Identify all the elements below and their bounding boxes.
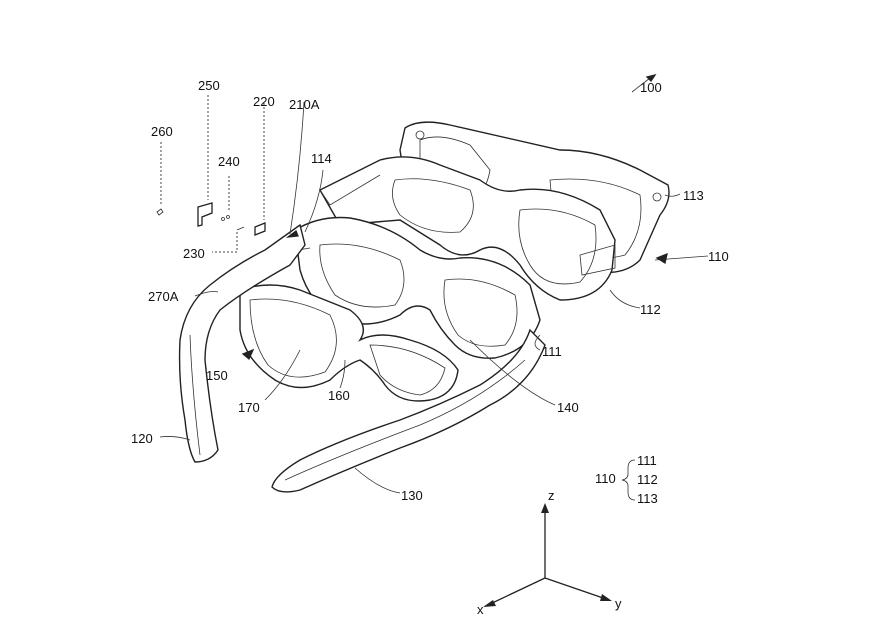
coordinate-axes: z x y	[477, 488, 622, 617]
legend-child-112: 112	[637, 472, 658, 487]
label-140: 140	[557, 400, 579, 415]
leader-lines	[159, 73, 709, 494]
label-111: 111	[542, 344, 562, 359]
temple-120	[178, 223, 306, 463]
temple-130	[271, 328, 546, 493]
middle-frame-112	[319, 156, 616, 301]
label-130: 130	[401, 488, 423, 503]
label-112: 112	[640, 302, 661, 317]
label-110: 110	[708, 249, 729, 264]
component-parts	[156, 202, 299, 238]
frame-group-legend: 110 111 112 113	[595, 453, 658, 506]
axis-z-label: z	[548, 488, 555, 503]
label-210A: 210A	[289, 97, 320, 112]
label-114: 114	[311, 151, 332, 166]
axis-x-label: x	[477, 602, 484, 617]
label-150: 150	[206, 368, 228, 383]
label-230: 230	[183, 246, 205, 261]
legend-child-113: 113	[637, 491, 658, 506]
label-220: 220	[253, 94, 275, 109]
label-270A: 270A	[148, 289, 179, 304]
label-113: 113	[683, 188, 704, 203]
lens-assembly-150	[239, 284, 459, 402]
label-250: 250	[198, 78, 220, 93]
legend-child-111: 111	[637, 453, 657, 468]
label-100: 100	[640, 80, 662, 95]
label-170: 170	[238, 400, 260, 415]
axis-y-label: y	[615, 596, 622, 611]
label-160: 160	[328, 388, 350, 403]
label-260: 260	[151, 124, 173, 139]
label-240: 240	[218, 154, 240, 169]
label-120: 120	[131, 431, 153, 446]
legend-parent: 110	[595, 471, 616, 486]
